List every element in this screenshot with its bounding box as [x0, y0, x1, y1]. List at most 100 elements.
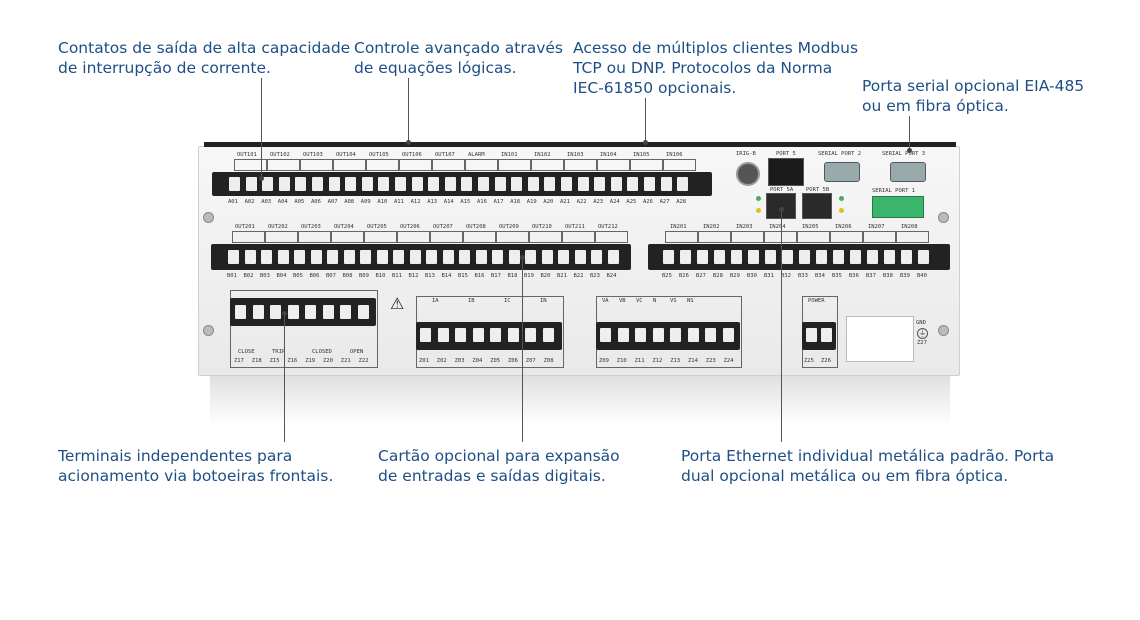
terminal-group-box: [364, 231, 397, 243]
terminal-screw: [542, 328, 554, 342]
terminal-group-label: OUT107: [435, 152, 455, 158]
ground-icon: ⏚: [917, 328, 928, 339]
terminal-screw: [322, 305, 334, 319]
terminal-label: A24: [609, 199, 620, 205]
terminal-screw: [310, 250, 322, 264]
trip-close-label: CLOSED: [312, 349, 332, 355]
terminal-group-box: [333, 159, 366, 171]
terminal-group-box: [597, 159, 630, 171]
terminal-group-box: [300, 159, 333, 171]
terminal-group-box: [665, 231, 698, 243]
terminal-group-box: [564, 159, 597, 171]
terminal-group-box: [298, 231, 331, 243]
serial-port2-label: SERIAL PORT 2: [818, 151, 862, 157]
terminal-label: B29: [730, 273, 740, 279]
terminal-label: Z14: [688, 358, 698, 364]
terminal-label: Z20: [323, 358, 333, 364]
terminal-group-label: OUT103: [303, 152, 323, 158]
terminal-group-box: [863, 231, 896, 243]
port5b-label: PORT 5B: [806, 187, 830, 193]
terminal-group-box: [531, 159, 564, 171]
callout-io-expansion: Cartão opcional para expansão de entrada…: [378, 446, 620, 486]
terminal-label: B16: [474, 273, 485, 279]
terminal-label: A14: [443, 199, 454, 205]
terminal-screw: [884, 250, 895, 264]
current-label: IC: [504, 298, 511, 304]
trip-close-terminal-group: [230, 290, 378, 368]
terminal-label: A08: [344, 199, 355, 205]
terminal-label: B04: [276, 273, 287, 279]
terminal-screw: [527, 177, 539, 191]
terminal-label: B36: [849, 273, 859, 279]
serial-port3-label: SERIAL PORT 3: [882, 151, 926, 157]
terminal-screw: [544, 177, 556, 191]
terminal-label: B39: [900, 273, 910, 279]
terminal-group-box: [797, 231, 830, 243]
terminal-label: A11: [394, 199, 404, 205]
terminal-group-label: OUT104: [336, 152, 356, 158]
terminal-group-box: [331, 231, 364, 243]
terminal-screw: [610, 177, 622, 191]
leader-line: [284, 314, 285, 442]
terminal-label: Z09: [599, 358, 609, 364]
terminal-label: B31: [764, 273, 774, 279]
terminal-screw: [455, 328, 466, 342]
terminal-group-box: [830, 231, 863, 243]
terminal-label: A02: [244, 199, 255, 205]
terminal-label: A22: [576, 199, 587, 205]
terminal-screw: [305, 305, 316, 319]
callout-line: TCP ou DNP. Protocolos da Norma: [573, 59, 833, 77]
callout-line: Controle avançado através: [354, 39, 563, 57]
serial-port1-terminal: [872, 196, 924, 218]
terminal-label: Z01: [419, 358, 429, 364]
terminal-screw: [472, 328, 484, 342]
terminal-screw: [806, 328, 817, 342]
terminal-label: B17: [491, 273, 501, 279]
rating-label-tag: [846, 316, 914, 362]
terminal-label: A20: [543, 199, 554, 205]
callout-line: ou em fibra óptica.: [862, 97, 1009, 115]
terminal-group-box: [663, 159, 696, 171]
terminal-screw: [278, 177, 290, 191]
callout-line: Porta serial opcional EIA-485: [862, 77, 1085, 95]
terminal-group-label: OUT211: [565, 224, 585, 230]
terminal-label: Z16: [287, 358, 298, 364]
terminal-label: B38: [883, 273, 893, 279]
terminal-screw: [677, 177, 689, 191]
terminal-group-box: [463, 231, 496, 243]
warning-icon: ⚠: [390, 294, 405, 313]
terminal-group-label: OUT208: [466, 224, 486, 230]
terminal-label: A10: [377, 199, 388, 205]
status-led-green: [839, 196, 844, 201]
terminal-label: A01: [228, 199, 238, 205]
terminal-label: B15: [458, 273, 468, 279]
terminal-screw: [312, 177, 323, 191]
terminal-label: A03: [261, 199, 272, 205]
port5-label: PORT 5: [776, 151, 796, 157]
callout-line: acionamento via botoeiras frontais.: [58, 467, 334, 485]
terminal-label: A07: [327, 199, 338, 205]
irig-b-label: IRIG-B: [736, 151, 756, 157]
terminal-screw: [459, 250, 470, 264]
terminal-screw: [252, 305, 264, 319]
voltage-label: VS: [670, 298, 677, 304]
terminal-label: A13: [427, 199, 438, 205]
terminal-label: B22: [573, 273, 584, 279]
terminal-screw: [591, 250, 602, 264]
callout-line: Contatos de saída de alta capacidade: [58, 39, 351, 57]
terminal-label: B01: [227, 273, 237, 279]
terminal-label: B10: [375, 273, 386, 279]
terminal-screw: [244, 250, 256, 264]
terminal-screw: [867, 250, 878, 264]
terminal-screw: [687, 328, 699, 342]
screw: [203, 212, 214, 223]
terminal-screw: [577, 177, 589, 191]
terminal-label: A04: [277, 199, 288, 205]
terminal-screw: [508, 250, 520, 264]
terminal-group-box: [562, 231, 595, 243]
gnd-label: GND: [916, 320, 926, 326]
terminal-screw: [229, 177, 240, 191]
leader-line: [645, 98, 646, 144]
terminal-screw: [816, 250, 827, 264]
terminal-label: B26: [679, 273, 689, 279]
